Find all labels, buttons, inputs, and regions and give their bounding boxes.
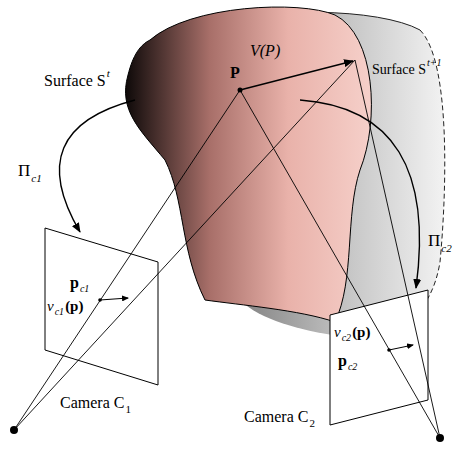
projection-label: Π (428, 232, 440, 251)
point-p (238, 88, 243, 93)
camera-label: Camera C (60, 394, 124, 412)
subscript: c2 (441, 242, 451, 254)
flow-label: V(P) (250, 42, 280, 60)
projection-arrow-c1 (59, 100, 135, 232)
image-plane-c1 (45, 228, 158, 385)
superscript: t (107, 67, 110, 79)
projection-arrow-c2 (300, 100, 420, 288)
camera-center-c1 (10, 426, 18, 434)
image-flow-label: (p) (65, 298, 83, 315)
image-flow-label: v (47, 298, 54, 315)
subscript: c1 (80, 283, 89, 294)
subscript: c2 (348, 361, 357, 372)
image-flow-arrow-c2 (389, 345, 413, 350)
image-point-label: p (338, 352, 347, 370)
subscript: c1 (31, 172, 41, 184)
point-label: P (230, 64, 240, 82)
image-point-label: p (70, 274, 79, 292)
image-plane-c2 (330, 290, 428, 425)
subscript: c1 (55, 306, 64, 317)
superscript: t+1 (427, 57, 442, 68)
projection-rays (14, 60, 440, 438)
scene-flow-arrow (240, 61, 353, 90)
subscript: 2 (309, 417, 315, 429)
camera-center-c2 (436, 434, 444, 442)
image-point-c2 (387, 348, 391, 352)
surface-current (126, 7, 372, 322)
image-flow-arrow-c1 (100, 298, 128, 300)
projection-label: Π (18, 162, 30, 181)
camera-label: Camera C (244, 408, 308, 426)
surface-label: Surface S (44, 72, 106, 90)
surface-label: Surface S (372, 62, 426, 77)
image-point-c1 (98, 298, 102, 302)
image-flow-label: v (334, 324, 341, 341)
subscript: c2 (342, 332, 351, 343)
subscript: 1 (125, 403, 131, 415)
image-flow-label: (p) (352, 324, 370, 341)
